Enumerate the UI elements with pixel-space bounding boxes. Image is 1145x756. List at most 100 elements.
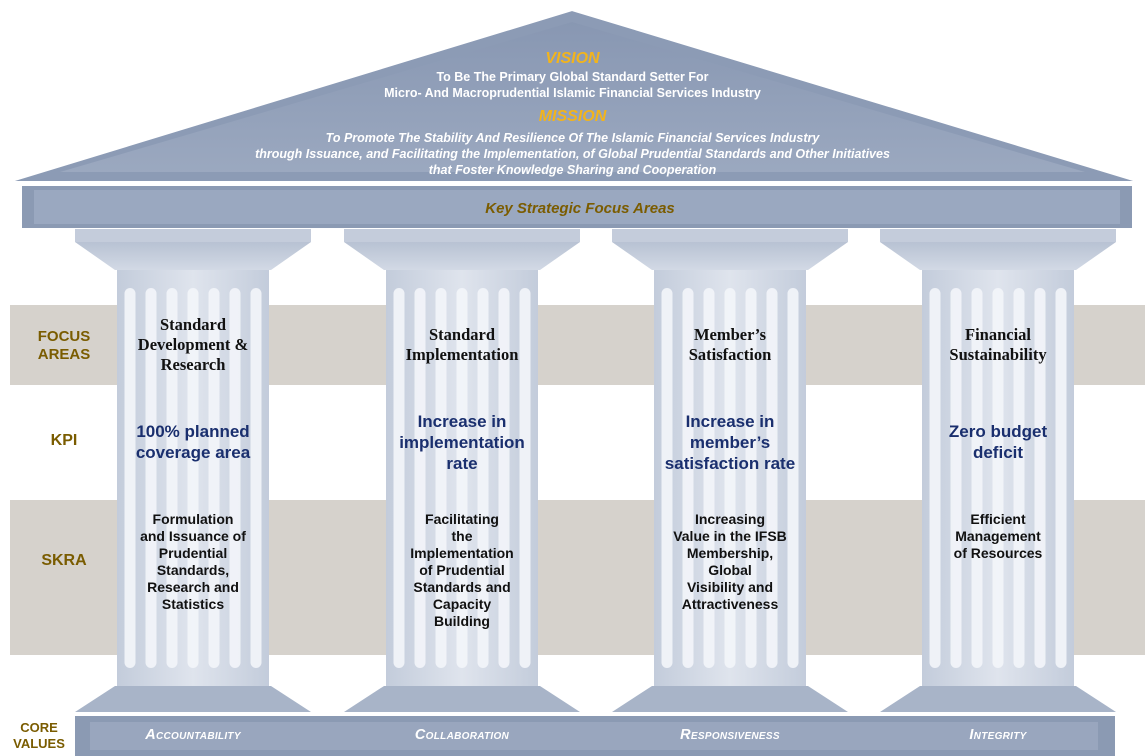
pillar-4-base — [880, 686, 1116, 712]
pillar-2-skra-line: Facilitating — [425, 511, 499, 527]
pillar-4-kpi-line: deficit — [972, 443, 1024, 462]
pillar-2-base — [344, 686, 580, 712]
pillar-1-flute — [166, 288, 178, 668]
core-values-label-line2: VALUES — [13, 736, 65, 751]
pillar-2-skra-line: Standards and — [413, 579, 511, 595]
pillar-2-skra-line: of Prudential — [419, 562, 505, 578]
pillar-3-skra-line: Increasing — [694, 511, 766, 527]
pillar-2-skra-line: Building — [434, 613, 490, 629]
pillar-1-kpi-line: coverage area — [135, 443, 251, 462]
pillar-4-abacus — [880, 229, 1116, 242]
pillar-4-skra-line: Efficient — [970, 511, 1026, 527]
pillar-2-kpi-line: Increase in — [417, 411, 507, 431]
pillar-3-base — [612, 686, 848, 712]
pillar-4-capital — [880, 242, 1116, 270]
pillar-1-skra-line: Statistics — [161, 596, 225, 612]
banner-label: Key Strategic Focus Areas — [485, 200, 675, 217]
pillar-3-focus-area-line: Satisfaction — [688, 345, 772, 364]
core-values-label: CORE VALUES — [0, 720, 78, 752]
pillar-1-kpi-line: 100% planned — [136, 422, 250, 441]
pillar-3-flute — [661, 288, 673, 668]
pillar-4-flute — [971, 288, 983, 668]
pillar-3-kpi-line: Increase in — [685, 411, 775, 431]
pillar-1-focus-area-line: Development & — [137, 335, 249, 354]
pillars-group — [75, 229, 1116, 712]
pillar-4-focus-area-line: Financial — [964, 325, 1031, 344]
pillar-4-flute — [950, 288, 962, 668]
pillar-1-flute — [250, 288, 262, 668]
pillar-4-flute — [929, 288, 941, 668]
mission-line-3: that Foster Knowledge Sharing and Cooper… — [428, 163, 717, 177]
core-value-responsiveness: Responsiveness — [680, 727, 780, 743]
vision-heading: VISION — [545, 50, 600, 67]
pillar-2-kpi-line: implementation — [399, 432, 525, 452]
pillar-3-skra-line: Membership, — [686, 545, 774, 561]
pillar-3-abacus — [612, 229, 848, 242]
pillar-1-flute — [229, 288, 241, 668]
pillar-2-skra-line: Capacity — [432, 596, 492, 612]
pillar-3-flute — [766, 288, 778, 668]
pillar-4-focus-area-line: Sustainability — [949, 345, 1047, 364]
mission-line-2: through Issuance, and Facilitating the I… — [255, 147, 890, 161]
pillar-3-capital — [612, 242, 848, 270]
pillar-4-flute — [1055, 288, 1067, 668]
stylobate-inner — [90, 722, 1098, 750]
pillar-1-kpi: 100% planned coverage area — [111, 421, 275, 463]
pillar-1-flute — [145, 288, 157, 668]
core-value-accountability: Accountability — [145, 727, 241, 743]
pillar-3-flute — [724, 288, 736, 668]
vision-line-2: Micro- And Macroprudential Islamic Finan… — [384, 86, 761, 100]
pillar-4-flute — [1013, 288, 1025, 668]
kpi-label: KPI — [50, 432, 78, 449]
pillar-2-flute — [393, 288, 405, 668]
pillar-1-skra-line: Prudential — [158, 545, 228, 561]
mission-heading: MISSION — [538, 108, 607, 125]
focus-areas-label-line2: AREAS — [37, 346, 91, 363]
pillar-3-skra-line: Visibility and — [686, 579, 774, 595]
skra-label: SKRA — [41, 552, 87, 569]
core-value-collaboration: Collaboration — [414, 727, 510, 743]
pillar-1-focus-area-line: Standard — [159, 315, 227, 334]
pillar-1-focus-area-line: Research — [160, 355, 226, 374]
pillar-1-flute — [124, 288, 136, 668]
pillar-3-kpi-line: satisfaction rate — [664, 453, 796, 473]
vision-line-1: To Be The Primary Global Standard Setter… — [436, 70, 709, 84]
pillar-4-skra-line: Management — [955, 528, 1041, 544]
pillar-3-flute — [787, 288, 799, 668]
pillar-2-flute — [456, 288, 468, 668]
pillar-2-focus-area-line: Standard — [428, 325, 496, 344]
pillar-1-flute — [187, 288, 199, 668]
pillar-1-skra-line: Research and — [147, 579, 239, 595]
pillar-3-kpi-line: member’s — [689, 432, 771, 452]
pillar-2-skra-line: Implementation — [410, 545, 514, 561]
pillar-4-kpi-line: Zero budget — [948, 422, 1048, 441]
pillar-3-flute — [745, 288, 757, 668]
pillar-1-skra-line: Standards, — [156, 562, 230, 578]
pillar-2-kpi-line: rate — [446, 453, 478, 473]
pillar-1-flute — [208, 288, 220, 668]
pillar-4-flute — [992, 288, 1004, 668]
pillar-1-skra-line: Formulation — [152, 511, 234, 527]
pillar-4-flute — [1034, 288, 1046, 668]
focus-areas-label-line1: FOCUS — [37, 328, 91, 345]
pillar-3-skra-line: Value in the IFSB — [673, 528, 787, 544]
pillar-2-capital — [344, 242, 580, 270]
banner-inner — [34, 190, 1120, 224]
pillar-2-abacus — [344, 229, 580, 242]
roof-inner — [60, 22, 1085, 172]
core-value-integrity: Integrity — [969, 727, 1027, 743]
pillar-1-base — [75, 686, 311, 712]
pillar-2-skra-line: the — [451, 528, 473, 544]
pillar-3-flute — [703, 288, 715, 668]
